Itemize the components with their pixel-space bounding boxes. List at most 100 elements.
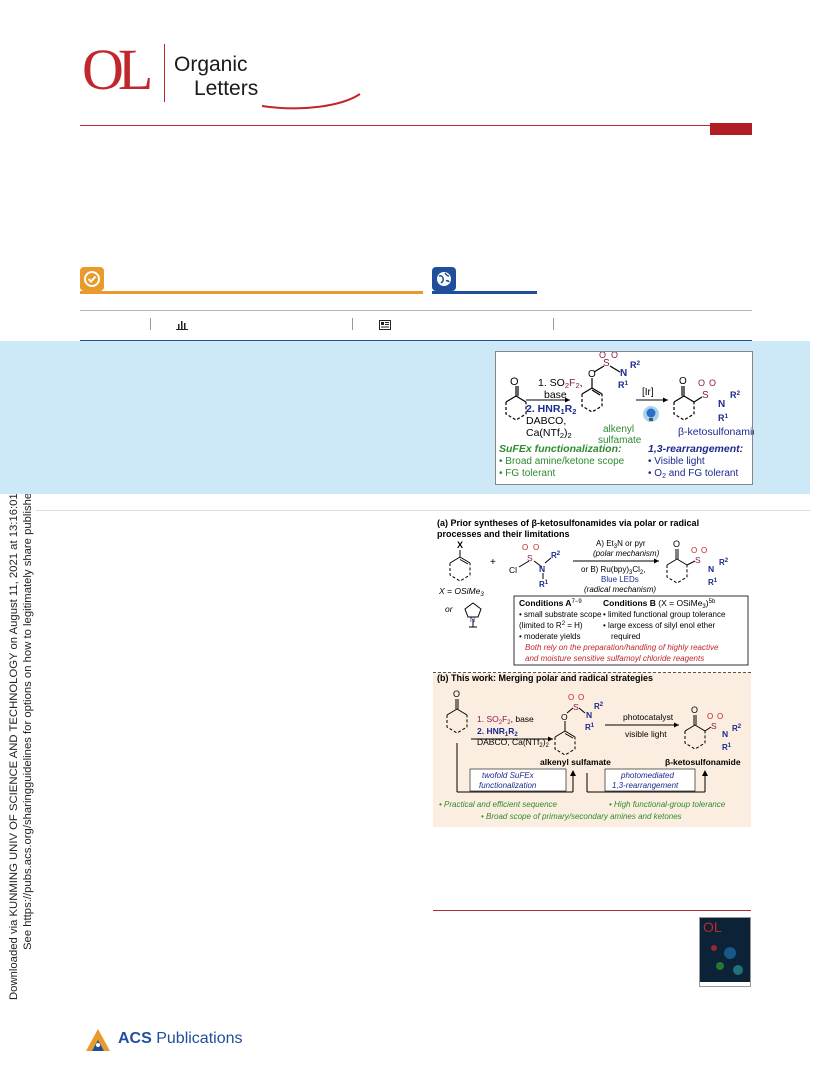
metrics-bar-bottom-rule — [80, 340, 752, 341]
svg-text:N: N — [620, 368, 627, 379]
toc-sulfamate: sulfamate — [598, 435, 642, 446]
acs-publications-wordmark: ACS Publications — [118, 1030, 243, 1047]
toc-rearrangement-heading: 1,3-rearrangement: — [648, 443, 743, 455]
figure-1[interactable]: (a) Prior syntheses of β-ketosulfonamide… — [433, 515, 751, 827]
svg-text:O: O — [599, 352, 606, 360]
cl-label: Cl — [509, 565, 517, 575]
panel-a-title-1: (a) Prior syntheses of β-ketosulfonamide… — [437, 518, 699, 528]
photomediated-label-1: photomediated — [620, 771, 674, 780]
svg-text:2. HNR1R2: 2. HNR1R2 — [477, 726, 518, 738]
svg-text:Conditions A7−9: Conditions A7−9 — [519, 598, 582, 608]
download-notice-line1: Downloaded via KUNMING UNIV OF SCIENCE A… — [8, 456, 20, 1000]
svg-text:O: O — [611, 352, 618, 360]
svg-text:O: O — [691, 705, 698, 715]
acs-authorchoice-badge[interactable] — [80, 267, 104, 291]
svg-text:N: N — [722, 729, 728, 739]
logo-ol-mark: OL — [82, 37, 153, 102]
toc-sufex-heading: SuFEx functionalization: — [499, 443, 622, 455]
logo-swoosh — [261, 93, 361, 110]
twofold-label-1: twofold SuFEx — [482, 771, 535, 780]
svg-text:R2: R2 — [630, 360, 641, 370]
polar-mechanism: (polar mechanism) — [593, 549, 660, 558]
svg-text:S: S — [695, 555, 701, 565]
svg-text:O: O — [679, 376, 687, 387]
logo-divider — [164, 44, 165, 102]
acs-logo-mark[interactable] — [82, 1025, 242, 1055]
figure-1-scheme: (a) Prior syntheses of β-ketosulfonamide… — [437, 518, 749, 821]
download-notice-line2: See https://pubs.acs.org/sharingguidelin… — [22, 444, 34, 950]
svg-text:R2: R2 — [594, 702, 604, 711]
svg-text:2. HNR1R2: 2. HNR1R2 — [526, 403, 576, 416]
plus-sign: + — [490, 557, 496, 568]
condB-bullet-1: • limited functional group tolerance — [603, 610, 726, 619]
svg-text:R2: R2 — [732, 724, 742, 733]
header-rule — [80, 125, 752, 126]
article-type-tab — [710, 123, 752, 135]
bullet-broad-scope: • Broad scope of primary/secondary amine… — [481, 812, 682, 821]
twofold-label-2: functionalization — [479, 781, 537, 790]
both-rely-2: and moisture sensitive sulfamoyl chlorid… — [525, 654, 704, 663]
svg-text:1. SO2F2,: 1. SO2F2, — [538, 377, 583, 390]
condA-bullet-3: • moderate yields — [519, 632, 581, 641]
svg-text:R2: R2 — [719, 558, 729, 567]
svg-text:R1: R1 — [722, 743, 732, 752]
globe-icon — [437, 272, 451, 286]
svg-text:R2: R2 — [551, 551, 561, 560]
svg-text:O: O — [578, 693, 584, 702]
toc-product-label: β-ketosulfonamide — [678, 426, 754, 438]
condA-bullet-1: • small substrate scope — [519, 610, 602, 619]
svg-text:Conditions B (X = OSiMe3)5b: Conditions B (X = OSiMe3)5b — [603, 598, 716, 610]
photocatalyst-label: photocatalyst — [623, 712, 674, 722]
check-circle-icon — [84, 271, 100, 287]
svg-text:O: O — [561, 712, 568, 722]
toc-scheme: O 1. SO2F2, base 2. HNR1R2 DABCO, Ca(NTf… — [499, 350, 764, 480]
condB-bullet-3: required — [611, 632, 640, 641]
svg-text:A) Et3N or pyr: A) Et3N or pyr — [596, 539, 646, 550]
x-label: X — [457, 540, 463, 550]
toc-base: base — [544, 389, 567, 401]
svg-text:O: O — [717, 712, 723, 721]
bullet-practical: • Practical and efficient sequence — [439, 800, 558, 809]
beta-ketosulfonamide-label: β-ketosulfonamide — [665, 757, 741, 767]
open-access-badge[interactable] — [432, 267, 456, 291]
svg-text:N: N — [708, 564, 714, 574]
toc-left-bullet-2: • FG tolerant — [499, 468, 556, 479]
bar-chart-icon[interactable] — [176, 320, 188, 330]
svg-text:N: N — [470, 617, 475, 624]
toc-left-bullet-1: • Broad amine/ketone scope — [499, 456, 625, 467]
svg-text:DABCO, Ca(NTf2)2: DABCO, Ca(NTf2)2 — [477, 737, 550, 749]
logo-letters: Letters — [194, 77, 259, 100]
toc-ir: [Ir] — [642, 387, 654, 398]
bullet-fg-tolerance: • High functional-group tolerance — [609, 800, 726, 809]
both-rely-1: Both rely on the preparation/handling of… — [525, 643, 719, 652]
panel-a-title-2: processes and their limitations — [437, 529, 570, 539]
blue-leds: Blue LEDs — [601, 575, 639, 584]
svg-text:O: O — [453, 689, 460, 699]
or-label: or — [445, 604, 454, 614]
toc-graphic[interactable]: O 1. SO2F2, base 2. HNR1R2 DABCO, Ca(NTf… — [495, 350, 764, 485]
toc-alkenyl: alkenyl — [603, 424, 634, 435]
alkenyl-sulfamate-label: alkenyl sulfamate — [540, 757, 611, 767]
svg-text:1. SO2F2, base: 1. SO2F2, base — [477, 714, 534, 726]
svg-text:R1: R1 — [618, 380, 629, 390]
condB-bullet-2: • large excess of silyl enol ether — [603, 621, 716, 630]
article-recommendations-icon[interactable] — [379, 320, 391, 330]
svg-text:R1: R1 — [585, 723, 595, 732]
svg-text:• O2 and FG tolerant: • O2 and FG tolerant — [648, 468, 738, 480]
photomediated-label-2: 1,3-rearrangement — [612, 781, 679, 790]
ketone-o: O — [510, 376, 519, 388]
svg-text:S: S — [603, 358, 610, 369]
svg-text:Ca(NTf2)2: Ca(NTf2)2 — [526, 427, 572, 440]
visible-light-label: visible light — [625, 729, 667, 739]
svg-text:R2: R2 — [730, 390, 741, 400]
figure-panel-divider — [433, 672, 751, 673]
toc-dabco: DABCO, — [526, 415, 566, 427]
logo-organic: Organic — [174, 53, 248, 76]
journal-cover-thumbnail[interactable]: OL — [699, 917, 751, 987]
svg-text:O: O — [691, 546, 697, 555]
journal-logo[interactable]: OL Organic Letters — [82, 37, 361, 110]
svg-text:O: O — [698, 378, 705, 388]
svg-text:(limited to R2 = H): (limited to R2 = H) — [519, 621, 583, 630]
panel-b-title: (b) This work: Merging polar and radical… — [437, 673, 653, 683]
svg-text:S: S — [573, 702, 579, 712]
